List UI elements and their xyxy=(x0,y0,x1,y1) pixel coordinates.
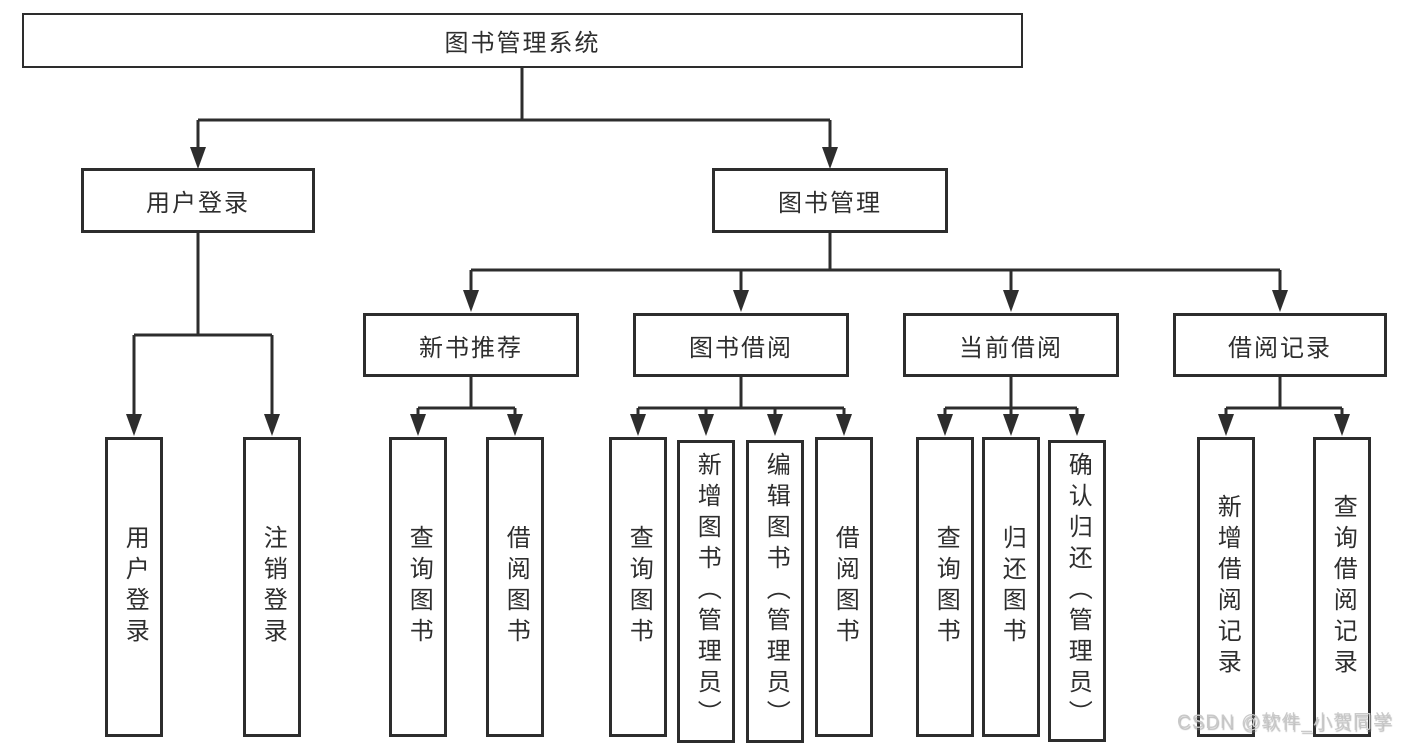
arrow-down-icon xyxy=(937,414,953,436)
leaf-borrow-books-borrow-label: 借阅图书 xyxy=(831,525,859,649)
arrow-down-icon xyxy=(733,290,749,312)
leaf-query-books-current-label: 查询图书 xyxy=(932,525,960,649)
arrow-down-icon xyxy=(1003,414,1019,436)
arrow-down-icon xyxy=(1069,414,1085,436)
node-root: 图书管理系统 xyxy=(22,13,1023,68)
leaf-query-books-current: 查询图书 xyxy=(916,437,974,737)
node-borrow-records: 借阅记录 xyxy=(1173,313,1387,377)
node-current-borrow: 当前借阅 xyxy=(903,313,1119,377)
node-book-management: 图书管理 xyxy=(712,168,948,233)
connector-root-to-level2 xyxy=(190,68,838,169)
connector-book-management-children xyxy=(463,233,1288,312)
arrow-down-icon xyxy=(767,414,783,436)
leaf-confirm-return-admin: 确认归还（管理员） xyxy=(1048,440,1106,742)
arrow-down-icon xyxy=(190,147,206,169)
leaf-add-borrow-record-label: 新增借阅记录 xyxy=(1213,494,1241,680)
leaf-query-books-recommend: 查询图书 xyxy=(389,437,447,737)
leaf-confirm-return-admin-label: 确认归还（管理员） xyxy=(1064,451,1092,731)
connector-book-borrow-children xyxy=(630,377,852,436)
leaf-logout: 注销登录 xyxy=(243,437,301,737)
leaf-query-books-borrow-label: 查询图书 xyxy=(625,525,653,649)
leaf-query-borrow-record-label: 查询借阅记录 xyxy=(1329,494,1357,680)
leaf-user-login: 用户登录 xyxy=(105,437,163,737)
arrow-down-icon xyxy=(507,414,523,436)
leaf-borrow-books-borrow: 借阅图书 xyxy=(815,437,873,737)
leaf-add-borrow-record: 新增借阅记录 xyxy=(1197,437,1255,737)
node-user-login: 用户登录 xyxy=(81,168,315,233)
node-current-borrow-label: 当前借阅 xyxy=(959,334,1063,362)
arrow-down-icon xyxy=(1218,414,1234,436)
arrow-down-icon xyxy=(836,414,852,436)
node-borrow-records-label: 借阅记录 xyxy=(1228,334,1332,362)
connector-borrow-records-children xyxy=(1218,377,1350,436)
leaf-add-book-admin: 新增图书（管理员） xyxy=(677,440,735,743)
arrow-down-icon xyxy=(264,414,280,436)
node-new-book-recommend-label: 新书推荐 xyxy=(419,334,523,362)
leaf-edit-book-admin-label: 编辑图书（管理员） xyxy=(762,452,790,731)
arrow-down-icon xyxy=(126,414,142,436)
arrow-down-icon xyxy=(698,414,714,436)
arrow-down-icon xyxy=(1334,414,1350,436)
leaf-return-book: 归还图书 xyxy=(982,437,1040,737)
connector-user-login-children xyxy=(126,233,280,436)
node-book-borrow-label: 图书借阅 xyxy=(689,334,793,362)
node-user-login-label: 用户登录 xyxy=(146,190,250,217)
leaf-query-borrow-record: 查询借阅记录 xyxy=(1313,437,1371,737)
csdn-watermark: CSDN @软件_小贺同学 xyxy=(1177,712,1393,733)
arrow-down-icon xyxy=(1003,290,1019,312)
node-new-book-recommend: 新书推荐 xyxy=(363,313,579,377)
node-book-borrow: 图书借阅 xyxy=(633,313,849,377)
leaf-query-books-recommend-label: 查询图书 xyxy=(405,525,433,649)
leaf-user-login-label: 用户登录 xyxy=(121,525,149,649)
arrow-down-icon xyxy=(1272,290,1288,312)
arrow-down-icon xyxy=(463,290,479,312)
arrow-down-icon xyxy=(822,147,838,169)
connector-current-borrow-children xyxy=(937,377,1085,436)
leaf-borrow-books-recommend: 借阅图书 xyxy=(486,437,544,737)
node-root-label: 图书管理系统 xyxy=(444,30,601,57)
node-book-management-label: 图书管理 xyxy=(778,190,882,217)
leaf-add-book-admin-label: 新增图书（管理员） xyxy=(693,452,721,731)
leaf-borrow-books-recommend-label: 借阅图书 xyxy=(502,525,530,649)
connector-new-book-recommend-children xyxy=(410,377,523,436)
leaf-return-book-label: 归还图书 xyxy=(998,525,1026,649)
arrow-down-icon xyxy=(410,414,426,436)
leaf-query-books-borrow: 查询图书 xyxy=(609,437,667,737)
arrow-down-icon xyxy=(630,414,646,436)
leaf-edit-book-admin: 编辑图书（管理员） xyxy=(746,440,804,743)
leaf-logout-label: 注销登录 xyxy=(259,525,287,649)
